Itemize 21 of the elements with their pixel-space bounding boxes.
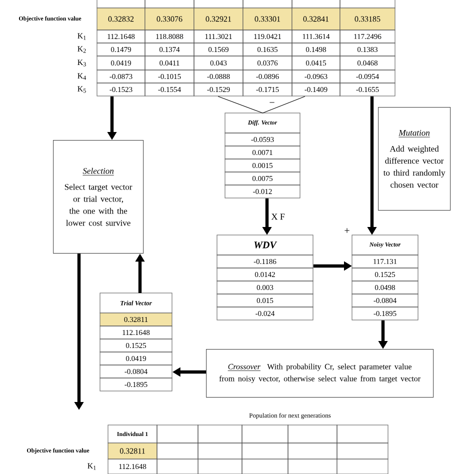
edge-label: X F bbox=[270, 212, 286, 221]
table-cell: 0.32811 bbox=[108, 442, 158, 460]
row-label: K$_{1}$ bbox=[88, 463, 96, 470]
text-box: Mutation Add weighted difference vector to third randomly chosen vector bbox=[378, 107, 451, 211]
row-label: K$_{4}$ bbox=[78, 73, 86, 80]
table-cell: 0.32841 bbox=[292, 8, 340, 30]
text-box: Selection Select target vector or trial vector, the one with the lower cost survive bbox=[53, 140, 144, 254]
table-cell: 0.32921 bbox=[194, 8, 244, 30]
table-cell: 0.33301 bbox=[242, 8, 292, 30]
table-cell: 0.33185 bbox=[340, 8, 396, 30]
sign-label: − bbox=[270, 102, 274, 103]
text-box: Crossover With probability Cr, select parameter value from noisy vector, otherwise select value from target vector bbox=[206, 349, 434, 398]
connector-line bbox=[218, 96, 263, 114]
sign-label: + bbox=[344, 228, 350, 233]
row-label: K$_{3}$ bbox=[78, 60, 86, 66]
row-label: K$_{2}$ bbox=[78, 46, 86, 53]
table-cell: 0.33076 bbox=[144, 8, 194, 30]
table-header: WDV bbox=[216, 234, 314, 256]
row-label: K$_{5}$ bbox=[78, 86, 86, 93]
row-label: K$_{1}$ bbox=[78, 33, 86, 40]
table-cell: 0.32832 bbox=[96, 8, 146, 30]
